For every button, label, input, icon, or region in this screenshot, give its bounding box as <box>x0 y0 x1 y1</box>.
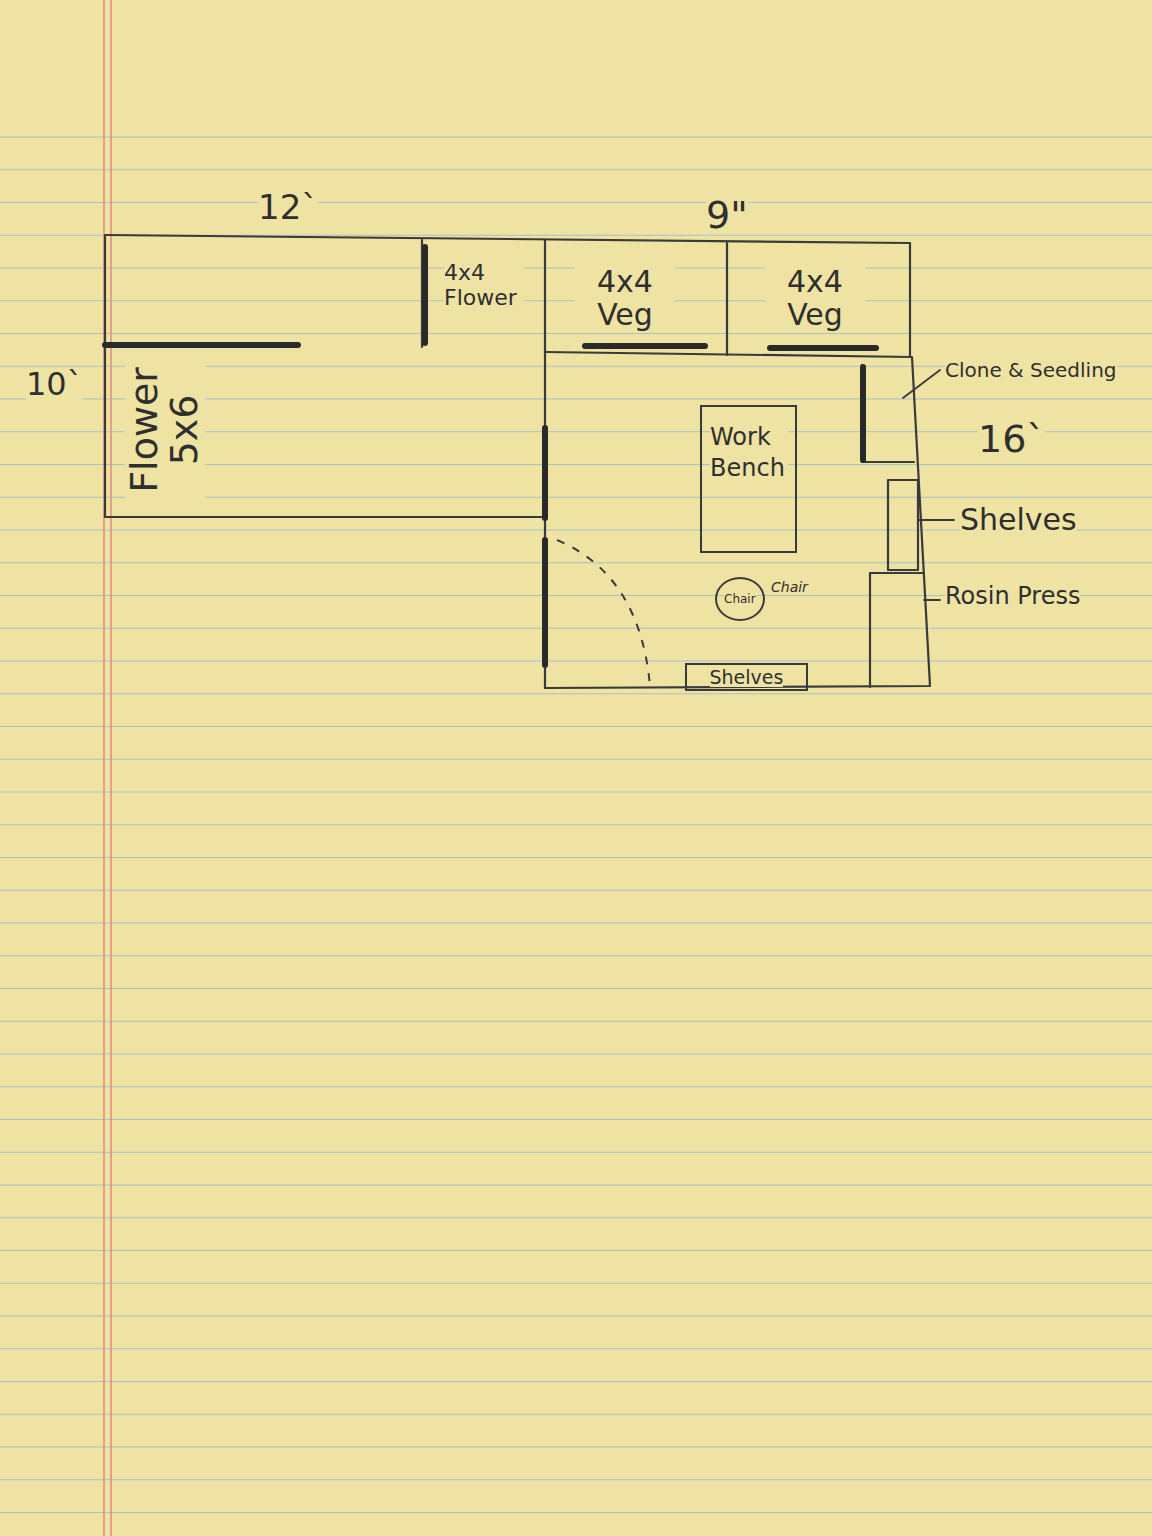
ruled-line <box>0 824 1152 825</box>
door-swing <box>557 540 650 686</box>
callout-label: Shelves <box>960 505 1077 535</box>
ruled-line <box>0 628 1152 629</box>
chair-circle: ChairChair <box>715 577 765 621</box>
ruled-line <box>0 562 1152 563</box>
flower-area: Flower 5x6 4x4 Flower <box>105 235 545 517</box>
ruled-line <box>0 857 1152 858</box>
tent-label: 4x4 Veg <box>575 265 675 331</box>
ruled-line <box>0 759 1152 760</box>
ruled-line <box>0 1086 1152 1087</box>
ruled-line <box>0 1250 1152 1251</box>
shelf-label: Shelves <box>710 668 784 687</box>
callout-label: Rosin Press <box>945 584 1080 608</box>
flower-tent: 4x4 Flower <box>422 240 545 347</box>
ruled-line <box>0 1021 1152 1022</box>
wall-line <box>726 243 728 355</box>
floor-plan <box>105 235 930 688</box>
light-bar <box>585 343 705 349</box>
light-bar <box>422 247 428 343</box>
ruled-line <box>0 1348 1152 1349</box>
shelf-box: Shelves <box>685 663 808 691</box>
door-leaf <box>542 540 548 665</box>
tent-label: 4x4 Flower <box>444 260 524 311</box>
ruled-line <box>0 955 1152 956</box>
light-bar <box>770 345 876 351</box>
door-jamb <box>542 428 548 518</box>
ruled-line <box>0 1512 1152 1513</box>
leader-lines <box>903 370 954 600</box>
wall-line <box>105 235 545 517</box>
ruled-line <box>0 1414 1152 1415</box>
ruled-line <box>0 1479 1152 1480</box>
ruled-line <box>0 169 1152 170</box>
ruled-line <box>0 1381 1152 1382</box>
ruled-line <box>0 726 1152 727</box>
wall-line <box>909 243 911 357</box>
margin-line <box>103 0 105 1536</box>
ruled-line <box>0 136 1152 137</box>
ruled-line <box>0 1283 1152 1284</box>
dimension-label: 16` <box>978 420 1045 458</box>
bench-label: Work Bench <box>710 422 788 484</box>
light-bar <box>105 342 298 348</box>
ruled-line <box>0 890 1152 891</box>
ruled-lines <box>0 137 1152 1513</box>
veg-tent: 4x4 Veg <box>727 243 910 354</box>
ruled-line <box>0 333 1152 334</box>
leader-line <box>903 370 940 398</box>
ruled-line <box>0 202 1152 203</box>
callout-label: Clone & Seedling <box>945 360 1117 380</box>
chair-note: Chair <box>771 580 808 594</box>
ruled-line <box>0 1152 1152 1153</box>
ruled-line <box>0 1184 1152 1185</box>
work-bench: Work Bench <box>700 405 797 553</box>
ruled-line <box>0 660 1152 661</box>
light-bar <box>860 367 866 460</box>
wall-line <box>105 235 910 243</box>
tent-label: 4x4 Veg <box>765 265 865 331</box>
dimension-label: 10` <box>26 368 83 400</box>
ruled-line <box>0 693 1152 694</box>
ruled-line <box>0 1315 1152 1316</box>
room-outline <box>545 352 930 688</box>
ruled-line <box>0 988 1152 989</box>
ruled-line <box>0 1446 1152 1447</box>
rosin-press-stand <box>870 573 924 687</box>
ruled-line <box>0 1119 1152 1120</box>
ruled-line <box>0 791 1152 792</box>
ruled-line <box>0 922 1152 923</box>
chair-label: Chair <box>724 593 756 605</box>
ruled-line <box>0 1217 1152 1218</box>
dimension-label: 9" <box>706 196 748 234</box>
margin-line <box>110 0 112 1536</box>
light-bars <box>105 247 876 665</box>
veg-tent: 4x4 Veg <box>545 243 727 352</box>
leader-line <box>924 599 940 601</box>
area-label: Flower 5x6 <box>125 355 205 505</box>
ruled-line <box>0 1053 1152 1054</box>
shelf-unit <box>888 480 918 570</box>
wall-line <box>544 240 546 688</box>
clone-shelf <box>862 365 914 462</box>
dimension-label: 12` <box>258 190 318 224</box>
leader-line <box>919 519 954 521</box>
